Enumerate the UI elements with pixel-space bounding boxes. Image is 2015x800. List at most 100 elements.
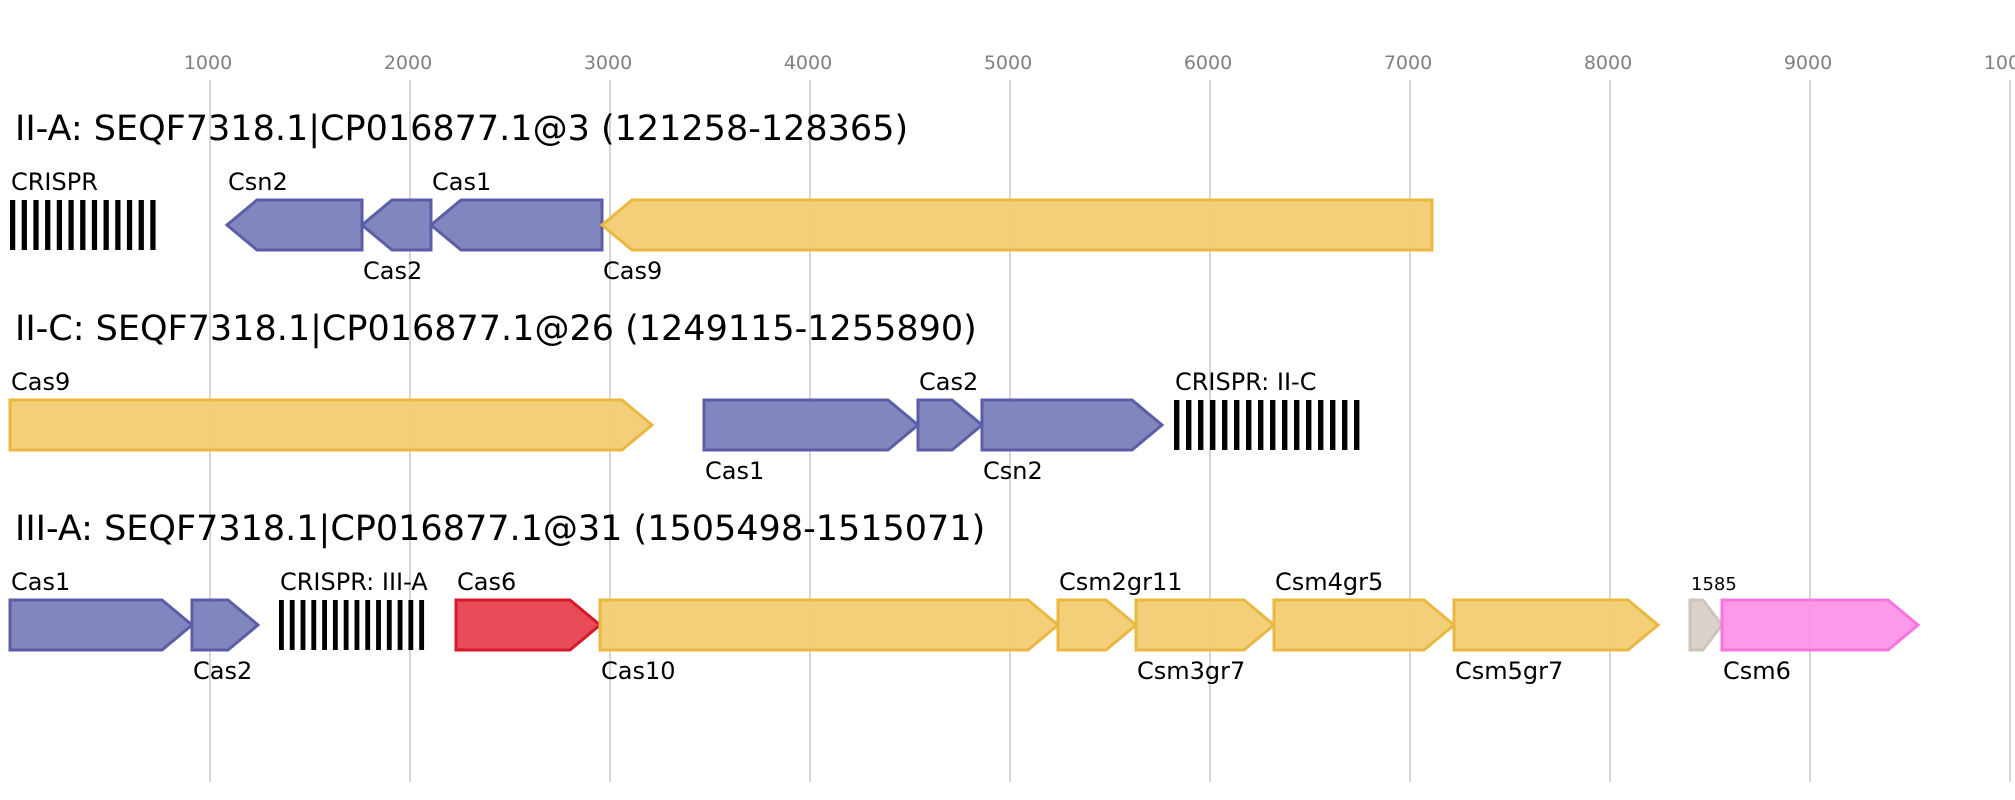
gene-arrow: [1056, 598, 1139, 652]
axis-tick-label: 7000: [1384, 52, 1432, 74]
gene-arrow: [428, 198, 604, 252]
locus-title: III-A: SEQF7318.1|CP016877.1@31 (1505498…: [15, 509, 985, 549]
gene-arrow: [1452, 598, 1661, 652]
gene-arrow: [1720, 598, 1921, 652]
gene-label: Csm3gr7: [1137, 657, 1245, 685]
gene-label: Cas2: [363, 257, 422, 285]
crispr-repeat: [1186, 400, 1192, 450]
crispr-repeat: [103, 200, 109, 250]
locus-rows: II-A: SEQF7318.1|CP016877.1@3 (121258-12…: [8, 109, 1921, 685]
gene-label: Cas1: [11, 568, 70, 596]
crispr-repeat: [1222, 400, 1228, 450]
crispr-repeat: [10, 200, 16, 250]
gene-arrow: [8, 398, 655, 452]
gene-arrow: [702, 398, 921, 452]
gene-label: 1585: [1691, 574, 1737, 595]
locus-row: II-A: SEQF7318.1|CP016877.1@3 (121258-12…: [10, 109, 1434, 285]
crispr-repeat: [1330, 400, 1336, 450]
crispr-repeat: [1342, 400, 1348, 450]
locus-row: III-A: SEQF7318.1|CP016877.1@31 (1505498…: [8, 509, 1921, 685]
crispr-repeat: [56, 200, 63, 250]
locus-title: II-C: SEQF7318.1|CP016877.1@26 (1249115-…: [15, 309, 977, 349]
gene-label: Csm4gr5: [1275, 568, 1383, 596]
crispr-repeat: [33, 200, 39, 250]
gene-arrow: [1688, 598, 1724, 652]
axis-tick-label: 4000: [784, 52, 832, 74]
crispr-repeat: [1258, 400, 1264, 450]
axis-tick-label: 1000: [184, 52, 232, 74]
crispr-repeat: [1234, 400, 1240, 450]
gene-label: CRISPR: III-A: [280, 568, 428, 596]
crispr-repeat: [1354, 400, 1360, 450]
gene-label: Csm6: [1723, 657, 1791, 685]
crispr-repeat: [289, 600, 295, 650]
crispr-repeat: [408, 600, 414, 650]
crispr-repeat: [1270, 400, 1276, 450]
gene-arrow: [1134, 598, 1277, 652]
crispr-repeat: [1306, 400, 1312, 450]
gene-label: Csm2gr11: [1059, 568, 1183, 596]
axis-tick-label: 6000: [1184, 52, 1232, 74]
crispr-repeat: [150, 200, 156, 250]
axis-tick-label: 2000: [384, 52, 432, 74]
crispr-repeat: [300, 600, 306, 650]
crispr-repeat: [138, 200, 144, 250]
axis-tick-label: 1000: [1984, 52, 2015, 74]
gene-label: Csn2: [228, 168, 288, 196]
gene-arrow: [8, 598, 195, 652]
axis-ticks: 1000 2000 3000 4000 5000 6000 7000 8000 9000 1000: [184, 52, 2015, 74]
gene-arrow: [598, 598, 1061, 652]
crispr-repeat: [21, 200, 27, 250]
gene-label: Cas2: [193, 657, 252, 685]
gene-label: Cas2: [919, 368, 978, 396]
crispr-repeat: [1198, 400, 1204, 450]
crispr-repeat: [115, 200, 121, 250]
gene-arrow: [980, 398, 1165, 452]
gene-label: Cas6: [457, 568, 516, 596]
locus-title: II-A: SEQF7318.1|CP016877.1@3 (121258-12…: [15, 109, 908, 149]
crispr-repeat: [68, 200, 74, 250]
gene-label: Cas1: [432, 168, 491, 196]
crispr-array: [1174, 400, 1360, 450]
gene-label: Csn2: [983, 457, 1043, 485]
crispr-repeat: [1294, 400, 1300, 450]
crispr-repeat: [126, 200, 133, 250]
crispr-repeat: [376, 600, 381, 650]
locus-row: II-C: SEQF7318.1|CP016877.1@26 (1249115-…: [8, 309, 1360, 485]
axis-tick-label: 9000: [1784, 52, 1832, 74]
gene-arrow: [454, 598, 603, 652]
gene-label: Csm5gr7: [1455, 657, 1563, 685]
gene-label: Cas9: [11, 368, 70, 396]
gene-arrow: [916, 398, 985, 452]
gene-label: Cas1: [705, 457, 764, 485]
crispr-repeat: [1318, 400, 1324, 450]
axis-tick-label: 8000: [1584, 52, 1632, 74]
gene-label: CRISPR: [11, 168, 98, 196]
crispr-repeat: [343, 600, 349, 650]
gene-arrow: [190, 598, 261, 652]
crispr-repeat: [1282, 400, 1288, 450]
crispr-repeat: [365, 600, 371, 650]
crispr-repeat: [397, 600, 403, 650]
crispr-repeat: [80, 200, 86, 250]
crispr-repeat: [1174, 400, 1180, 450]
crispr-repeat: [1246, 400, 1252, 450]
gene-label: CRISPR: II-C: [1175, 368, 1316, 396]
gene-label: Cas9: [603, 257, 662, 285]
gene-arrow: [359, 198, 433, 252]
crispr-array: [279, 600, 425, 650]
crispr-repeat: [354, 600, 360, 650]
crispr-repeat: [1210, 400, 1216, 450]
axis-tick-label: 5000: [984, 52, 1032, 74]
crispr-repeat: [311, 600, 317, 650]
crispr-array: [10, 200, 156, 250]
gene-arrow: [599, 198, 1434, 252]
crispr-repeat: [322, 600, 327, 650]
crispr-repeat: [279, 600, 284, 650]
crispr-repeat: [419, 600, 425, 650]
crispr-repeat: [332, 600, 338, 650]
gene-label: Cas10: [601, 657, 676, 685]
crispr-repeat: [91, 200, 98, 250]
axis-tick-label: 3000: [584, 52, 632, 74]
